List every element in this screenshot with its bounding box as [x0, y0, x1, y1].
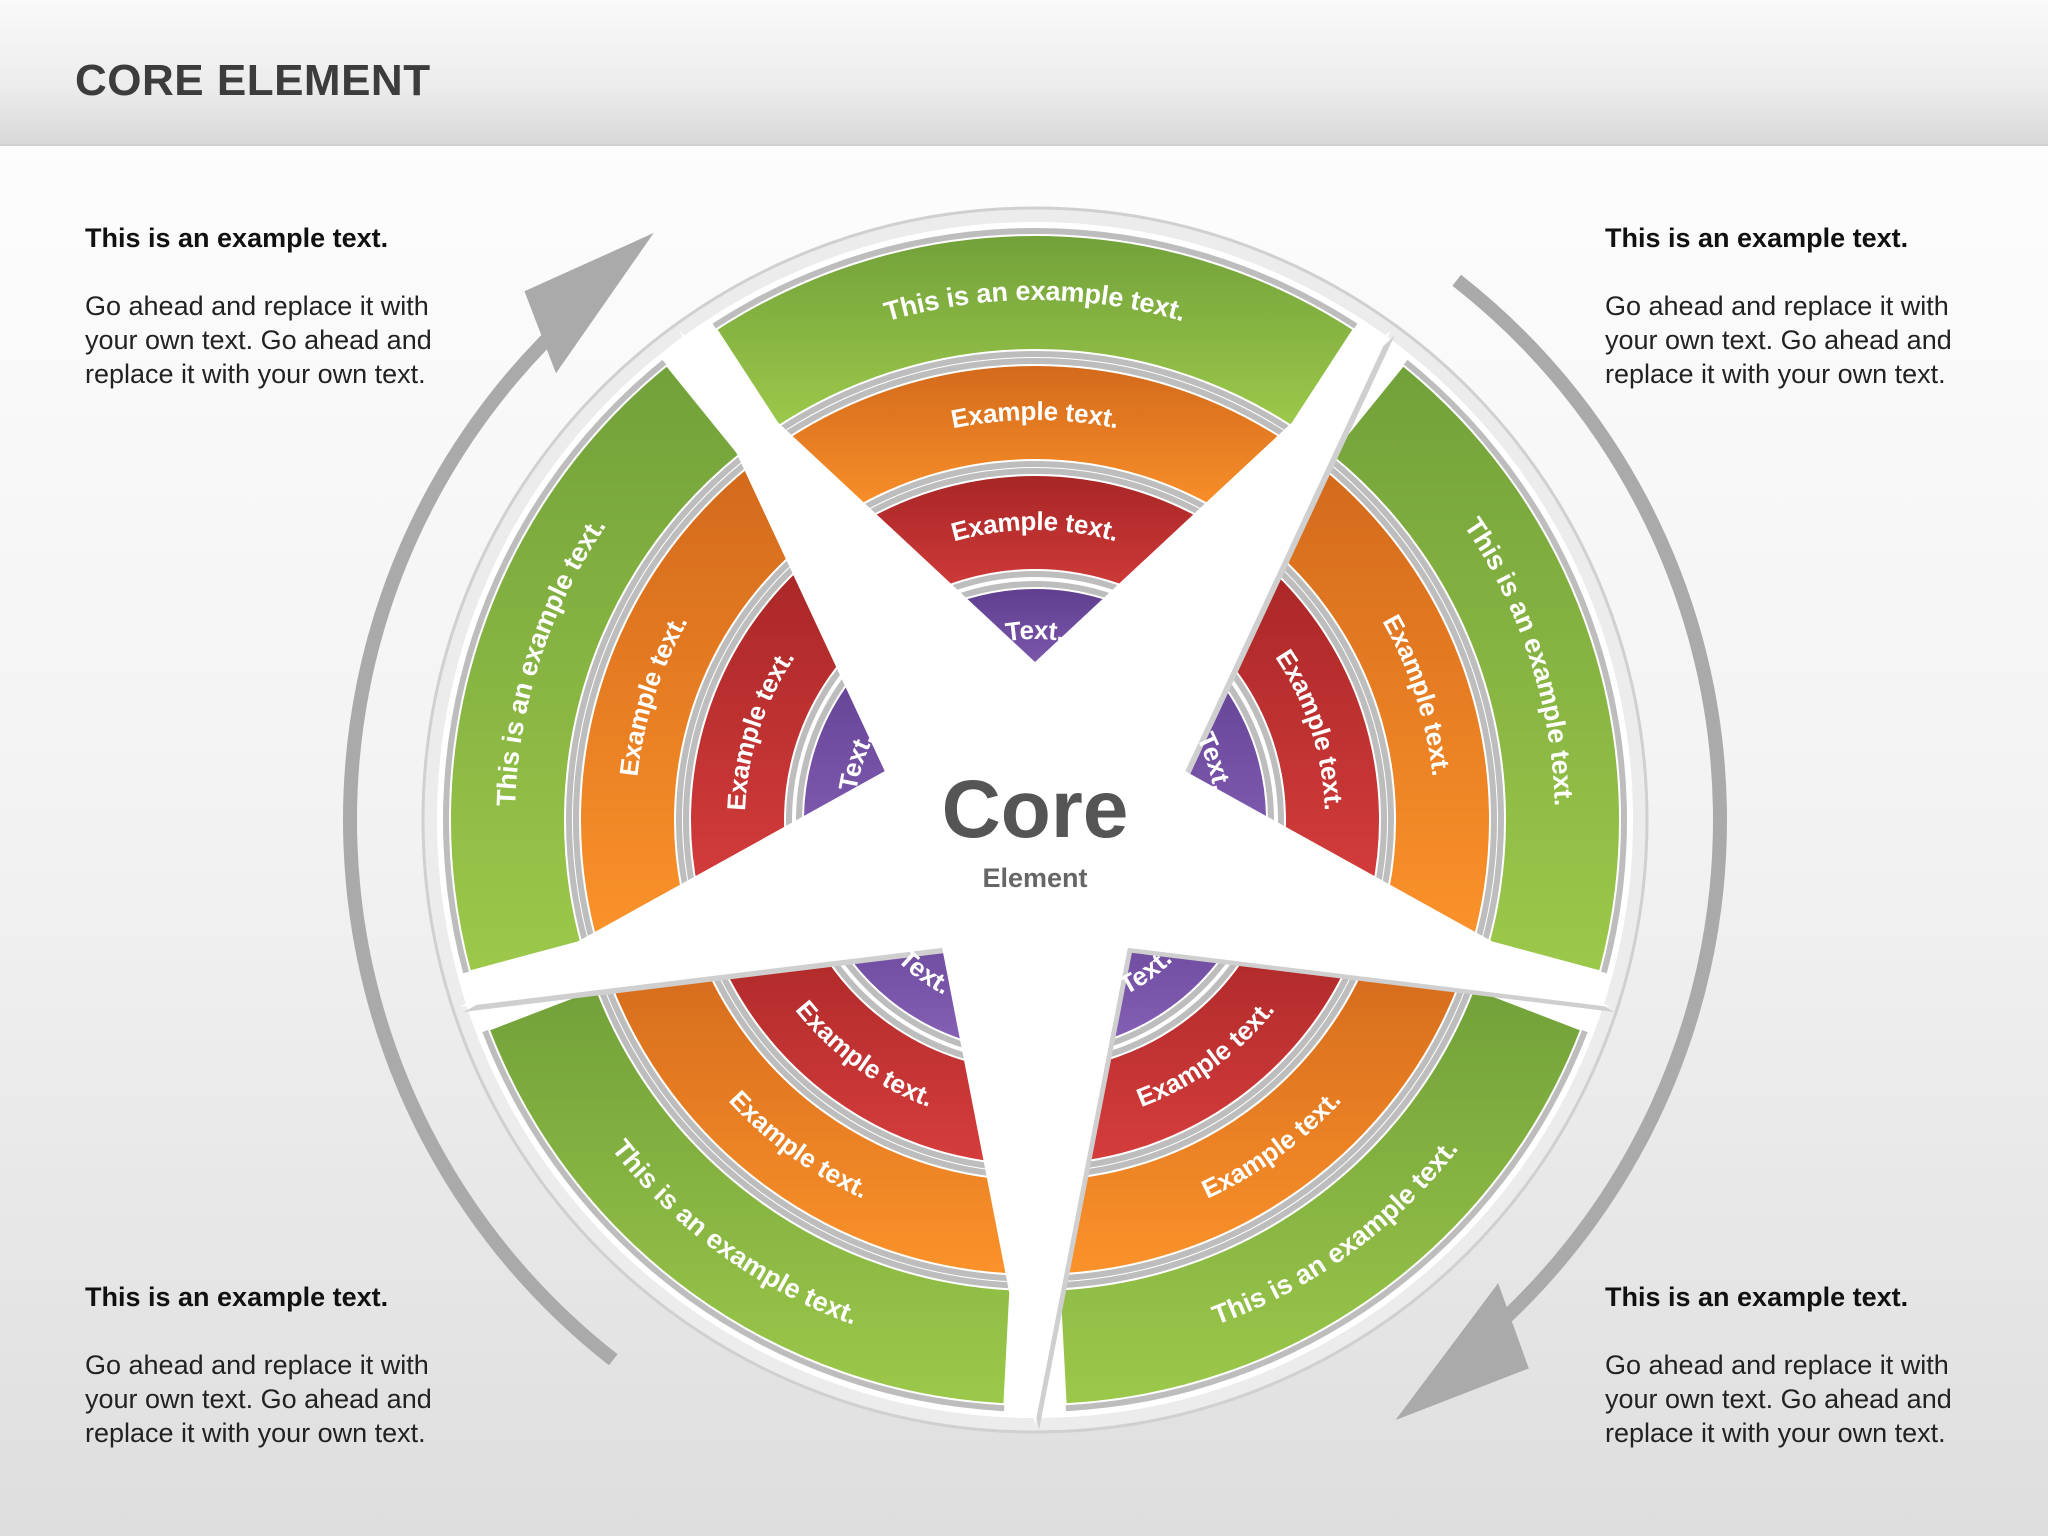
note-heading: This is an example text.	[85, 223, 389, 253]
note-line: your own text. Go ahead and	[1605, 325, 1952, 355]
note-body: Go ahead and replace it with your own te…	[1605, 1348, 2025, 1450]
cycle-arrow-left	[343, 305, 618, 1366]
note-heading: This is an example text.	[1605, 223, 1909, 253]
outer-ring-segment	[487, 987, 1012, 1406]
page-title: CORE ELEMENT	[75, 56, 431, 105]
outer-ring-segment	[1058, 987, 1583, 1406]
note-line: replace it with your own text.	[1605, 1418, 1946, 1448]
note-line: replace it with your own text.	[1605, 359, 1946, 389]
header-bar: CORE ELEMENT	[0, 0, 2048, 146]
core-star	[459, 330, 1615, 1431]
note-heading: This is an example text.	[1605, 1282, 1909, 1312]
note-line: Go ahead and replace it with	[85, 291, 429, 321]
note-line: your own text. Go ahead and	[85, 325, 432, 355]
note-body: Go ahead and replace it with your own te…	[1605, 289, 2025, 391]
note-line: your own text. Go ahead and	[85, 1384, 432, 1414]
core-subtitle: Element	[982, 863, 1087, 893]
note-heading: This is an example text.	[85, 1282, 389, 1312]
outer-ring-segment	[1329, 363, 1621, 973]
note-top-right: This is an example text. Go ahead and re…	[1605, 221, 2025, 391]
note-top-left: This is an example text. Go ahead and re…	[85, 221, 505, 391]
note-bottom-right: This is an example text. Go ahead and re…	[1605, 1280, 2025, 1450]
core-center	[917, 694, 1153, 930]
note-line: Go ahead and replace it with	[1605, 291, 1949, 321]
outer-ring-segment	[449, 363, 741, 973]
note-line: replace it with your own text.	[85, 359, 426, 389]
note-body: Go ahead and replace it with your own te…	[85, 289, 505, 391]
note-line: replace it with your own text.	[85, 1418, 426, 1448]
cycle-arrow-right	[1452, 274, 1727, 1351]
cycle-arrows	[343, 232, 1727, 1421]
note-line: your own text. Go ahead and	[1605, 1384, 1952, 1414]
outer-ring-segment	[715, 234, 1355, 428]
core-title: Core	[942, 764, 1129, 855]
note-line: Go ahead and replace it with	[85, 1350, 429, 1380]
note-bottom-left: This is an example text. Go ahead and re…	[85, 1280, 505, 1450]
note-line: Go ahead and replace it with	[1605, 1350, 1949, 1380]
arrow-head-icon	[524, 232, 654, 374]
note-body: Go ahead and replace it with your own te…	[85, 1348, 505, 1450]
arrow-head-icon	[1395, 1283, 1529, 1421]
inner-segment-label: Text.	[1004, 615, 1067, 647]
